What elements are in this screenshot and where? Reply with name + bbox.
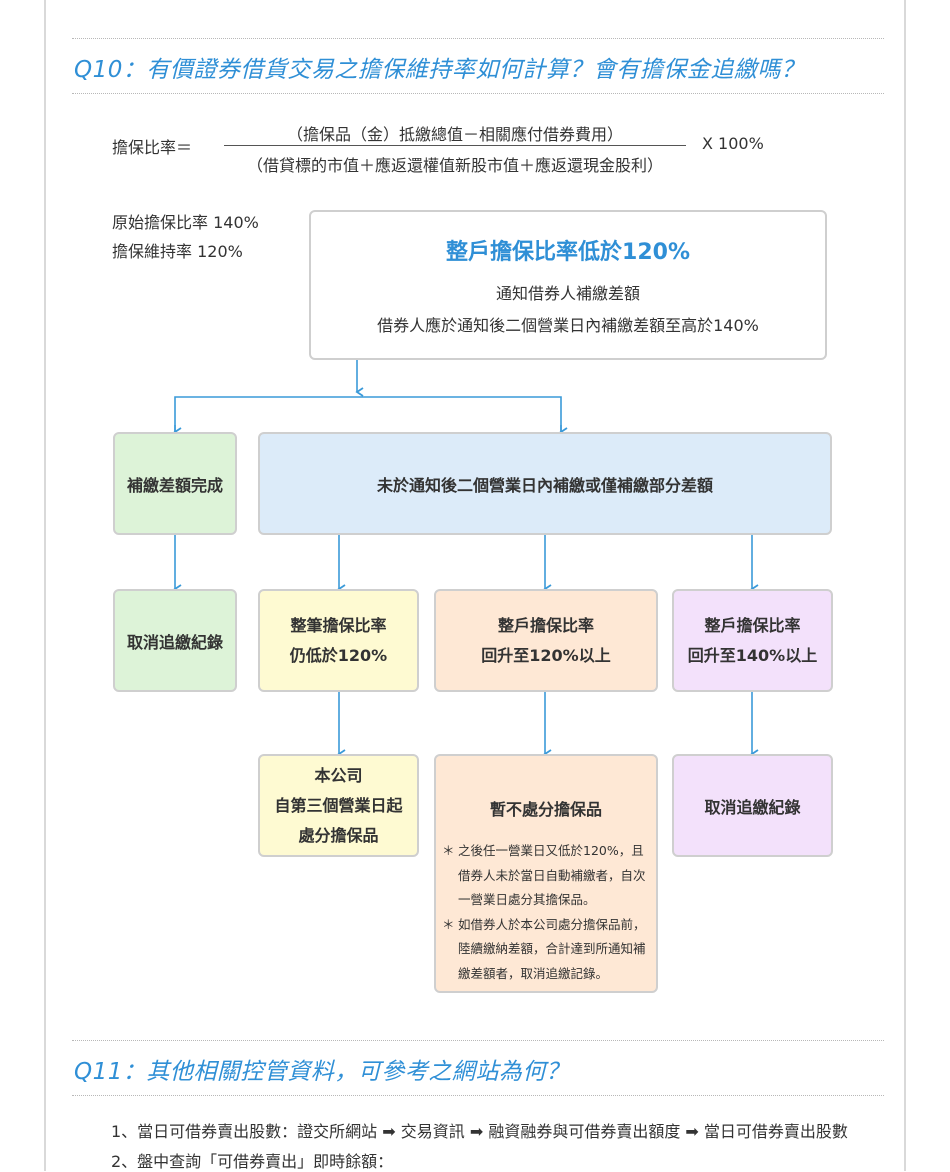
- still-below-line1: 整筆擔保比率: [290, 615, 387, 635]
- divider: [72, 1095, 884, 1096]
- cancel-record-box-right: 取消追繳紀錄: [672, 754, 833, 857]
- divider: [72, 93, 884, 94]
- note-item: ＊ 之後任一營業日又低於120%，且 借券人未於當日自動補繳者，自次 一營業日處…: [442, 839, 654, 913]
- dispose-line1: 本公司: [314, 765, 363, 785]
- dispose-line3: 處分擔保品: [298, 825, 379, 845]
- note-star: ＊: [442, 843, 455, 858]
- note-star: ＊: [442, 916, 455, 932]
- recover-120-line1: 整戶擔保比率: [497, 615, 594, 635]
- fraction-bar: [224, 145, 686, 146]
- note-line: 陸續繳納差額，合計達到所通知補: [458, 941, 646, 956]
- note-line: 之後任一營業日又低於120%，且: [458, 843, 644, 858]
- note-line: 一營業日處分其擔保品。: [458, 892, 596, 907]
- unpaid-box: 未於通知後二個營業日內補繳或僅補繳部分差額: [258, 432, 832, 535]
- maintenance-rate: 擔保維持率 120%: [112, 242, 243, 261]
- recover-120-line2: 回升至120%以上: [481, 645, 611, 665]
- top-box-heading: 整戶擔保比率低於120%: [446, 240, 690, 265]
- q11-item-1: 1、當日可借券賣出股數：證交所網站 ➡ 交易資訊 ➡ 融資融券與可借券賣出額度 …: [111, 1122, 848, 1141]
- cancel-record-box-left: 取消追繳紀錄: [113, 589, 237, 692]
- still-below-box: 整筆擔保比率 仍低於120%: [258, 589, 419, 692]
- top-condition-box: 整戶擔保比率低於120% 通知借券人補繳差額 借券人應於通知後二個營業日內補繳差…: [309, 210, 827, 360]
- still-below-line2: 仍低於120%: [289, 645, 388, 665]
- q10-title: Q10：有價證券借貨交易之擔保維持率如何計算？會有擔保金追繳嗎？: [74, 57, 805, 83]
- note-item: ＊ 如借券人於本公司處分擔保品前， 陸續繳納差額，合計達到所通知補 繳差額者，取…: [442, 913, 654, 987]
- paid-box: 補繳差額完成: [113, 432, 237, 535]
- dispose-collateral-box: 本公司 自第三個營業日起 處分擔保品: [258, 754, 419, 857]
- note-line: 借券人未於當日自動補繳者，自次: [458, 867, 646, 883]
- initial-rate: 原始擔保比率 140%: [112, 213, 259, 232]
- dispose-line2: 自第三個營業日起: [274, 795, 403, 815]
- right-border: [904, 0, 906, 1171]
- recover-140-line2: 回升至140%以上: [687, 645, 818, 665]
- formula-multiplier: X 100%: [702, 134, 764, 153]
- formula-label: 擔保比率＝: [112, 138, 193, 157]
- note-line: 繳差額者，取消追繳記錄。: [458, 965, 609, 981]
- formula-numerator: （擔保品（金）抵繳總值－相關應付借券費用）: [286, 125, 623, 144]
- hold-collateral-box: 暫不處分擔保品 ＊ 之後任一營業日又低於120%，且 借券人未於當日自動補繳者，…: [434, 754, 658, 993]
- top-box-line2: 借券人應於通知後二個營業日內補繳差額至高於140%: [377, 316, 759, 335]
- formula-denominator: （借貸標的市值＋應返還權值新股市值＋應返還現金股利）: [246, 156, 663, 175]
- divider: [72, 1040, 884, 1041]
- recover-140-line1: 整戶擔保比率: [704, 615, 801, 635]
- left-border: [44, 0, 46, 1171]
- q11-item-2: 2、盤中查詢「可借券賣出」即時餘額：: [111, 1152, 394, 1171]
- top-box-line1: 通知借券人補繳差額: [495, 284, 640, 303]
- hold-notes: ＊ 之後任一營業日又低於120%，且 借券人未於當日自動補繳者，自次 一營業日處…: [442, 839, 654, 986]
- q11-title: Q11：其他相關控管資料，可參考之網站為何？: [74, 1059, 570, 1085]
- note-line: 如借券人於本公司處分擔保品前，: [458, 916, 646, 932]
- recover-140-box: 整戶擔保比率 回升至140%以上: [672, 589, 833, 692]
- divider: [72, 38, 884, 39]
- hold-heading: 暫不處分擔保品: [489, 800, 602, 819]
- recover-120-box: 整戶擔保比率 回升至120%以上: [434, 589, 658, 692]
